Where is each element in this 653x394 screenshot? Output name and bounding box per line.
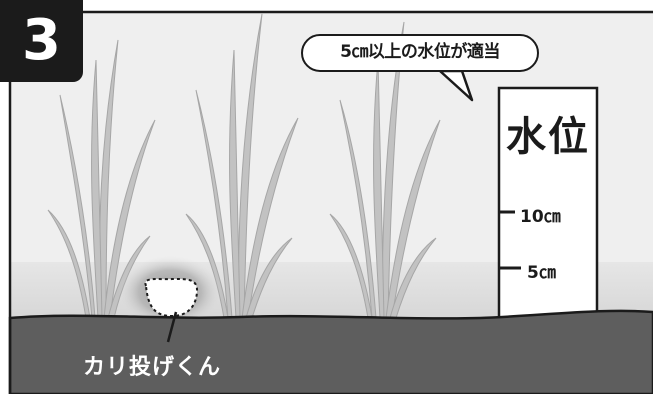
gauge-title: 水位: [506, 114, 590, 160]
device-pointer: [166, 311, 178, 343]
water-level-callout: 5㎝以上の水位が適当: [301, 34, 539, 72]
rice-plant-3: [329, 21, 441, 319]
step-number-badge: 3: [0, 0, 83, 82]
gauge-label-10cm: 10㎝: [520, 207, 561, 227]
device-label: カリ投げくん: [83, 355, 222, 380]
rice-plant-2: [185, 13, 299, 319]
gauge-label-5cm: 5㎝: [527, 263, 556, 283]
water-gauge-post: [497, 86, 599, 322]
device-outline: [144, 277, 199, 318]
